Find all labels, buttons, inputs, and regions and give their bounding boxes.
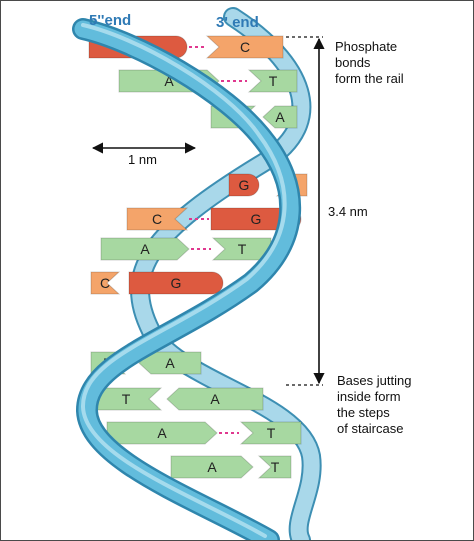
base-t-right	[211, 237, 272, 261]
three-prime-end-label: 3' end	[216, 14, 259, 31]
base-letter-c: C	[100, 275, 110, 291]
bases-annotation-line: of staircase	[337, 421, 403, 436]
base-letter-a: A	[165, 355, 175, 371]
base-c-left	[90, 271, 121, 295]
base-letter-t: T	[267, 425, 276, 441]
bases-annotation: Bases jutting inside form the steps of s…	[337, 373, 415, 436]
base-letter-g: G	[171, 275, 182, 291]
phosphate-annotation-line: Phosphate	[335, 39, 397, 54]
phosphate-annotation-line: bonds	[335, 55, 371, 70]
base-c-right	[205, 35, 284, 59]
base-letter-a: A	[164, 73, 174, 89]
bases-annotation-line: inside form	[337, 389, 401, 404]
base-t-right	[239, 421, 302, 445]
backbone-back-strand	[130, 7, 322, 540]
base-letter-g: G	[239, 177, 250, 193]
base-a-left	[100, 237, 190, 261]
base-letter-c: C	[240, 39, 250, 55]
base-letter-t: T	[122, 391, 131, 407]
base-letter-a: A	[140, 241, 150, 257]
base-a-left	[170, 455, 254, 479]
phosphate-annotation: Phosphate bonds form the rail	[335, 39, 404, 86]
bases-annotation-line: Bases jutting	[337, 373, 411, 388]
bases-annotation-line: the steps	[337, 405, 390, 420]
base-letter-g: G	[251, 211, 262, 227]
base-letter-a: A	[275, 109, 285, 125]
base-letter-t: T	[238, 241, 247, 257]
base-letter-a: A	[157, 425, 167, 441]
base-g-right	[128, 271, 224, 295]
base-letter-a: A	[207, 459, 217, 475]
base-c-left	[126, 207, 189, 231]
base-a-right	[262, 105, 298, 129]
five-prime-end-label: 5''end	[89, 12, 131, 29]
base-letter-t: T	[269, 73, 278, 89]
pitch-dimension-label: 3.4 nm	[328, 204, 368, 219]
backbone-front-strand	[72, 18, 301, 540]
base-letter-a: A	[210, 391, 220, 407]
base-a-right	[166, 387, 264, 411]
phosphate-annotation-line: form the rail	[335, 71, 404, 86]
width-dimension-label: 1 nm	[128, 152, 157, 167]
base-letter-c: C	[152, 211, 162, 227]
base-g-left	[228, 173, 260, 197]
base-t-right	[247, 69, 298, 93]
base-t-right	[257, 455, 292, 479]
base-letter-t: T	[271, 459, 280, 475]
